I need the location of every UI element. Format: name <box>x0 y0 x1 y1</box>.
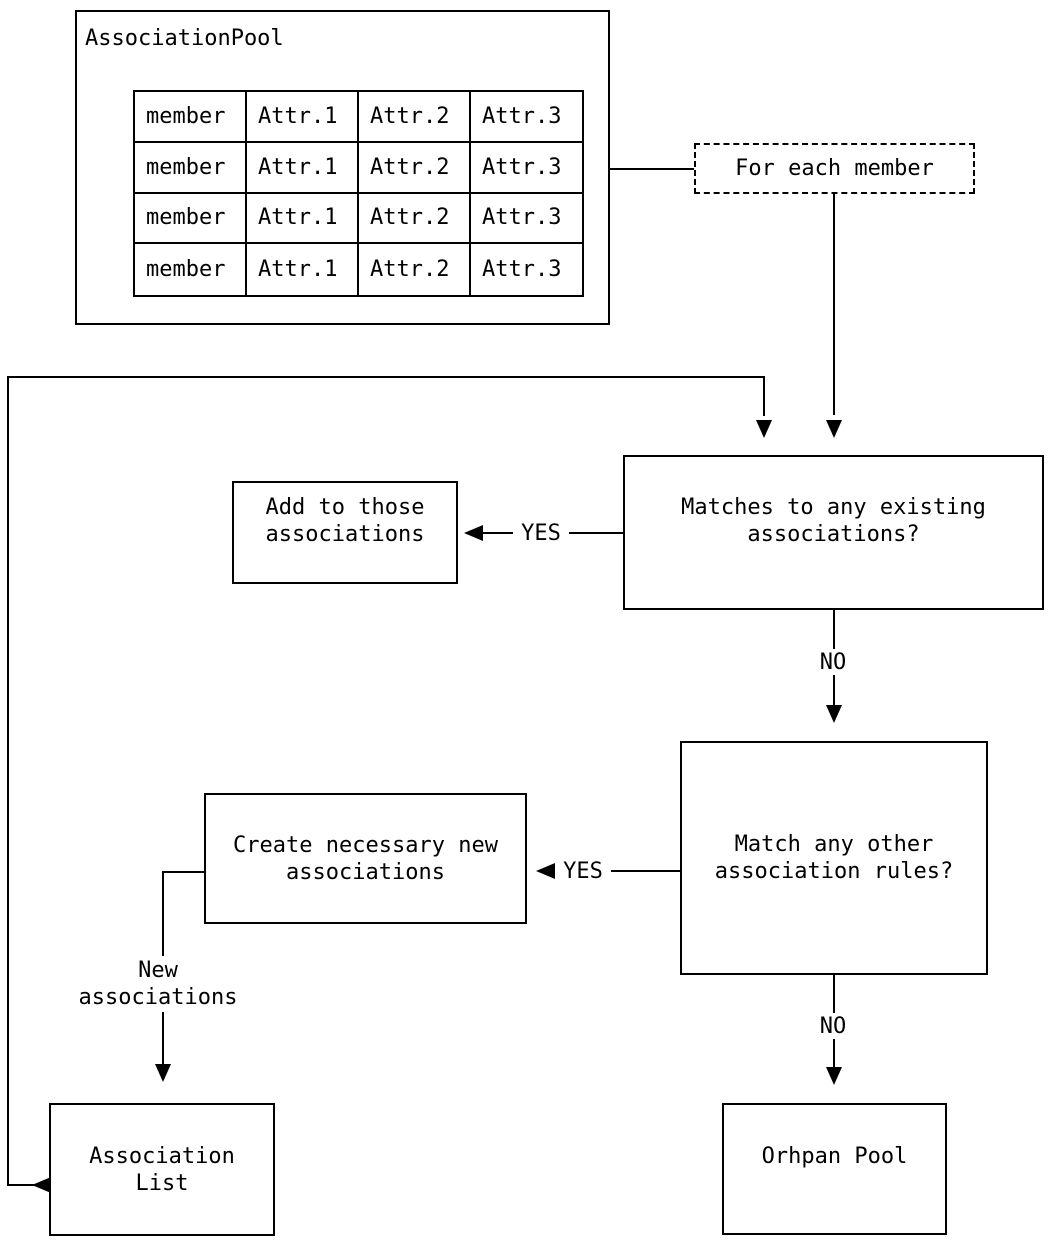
matches-existing-box: Matches to any existing associations? <box>623 455 1044 610</box>
arrowhead-down-icon <box>826 420 842 438</box>
new-associations-line2: associations <box>78 985 238 1010</box>
association-list-box: Association List <box>49 1103 275 1236</box>
add-to-those-box: Add to those associations <box>232 481 458 584</box>
create-new-associations-box: Create necessary new associations <box>204 793 527 924</box>
edge-no-rules-line-a <box>833 975 835 1013</box>
edge-yes-rules-line <box>555 870 680 872</box>
table-cell: Attr.1 <box>247 193 359 245</box>
table-cell: member <box>135 244 247 295</box>
table-cell: Attr.3 <box>471 143 582 194</box>
matches-existing-label-line1: Matches to any existing <box>681 494 986 520</box>
association-pool-title: AssociationPool <box>85 26 284 51</box>
table-cell: Attr.3 <box>471 194 582 245</box>
table-cell: Attr.2 <box>359 142 471 194</box>
edge-label-yes-existing: YES <box>513 520 569 546</box>
arrowhead-down-icon <box>826 1067 842 1085</box>
match-other-rules-box: Match any other association rules? <box>680 741 988 975</box>
edge-no-existing-line-a <box>833 610 835 650</box>
orphan-pool-box: Orhpan Pool <box>722 1103 947 1235</box>
add-to-those-label-line1: Add to those <box>265 494 425 520</box>
table-cell: Attr.2 <box>359 92 471 143</box>
matches-existing-label-line2: associations? <box>747 521 920 547</box>
edge-label-no-existing: NO <box>805 649 861 675</box>
create-new-label-line2: associations <box>286 859 445 885</box>
create-new-label-line1: Create necessary new <box>233 832 498 858</box>
new-associations-line1: New <box>138 958 178 983</box>
table-cell: Attr.2 <box>359 193 471 245</box>
connector-create-down-a <box>162 871 164 958</box>
association-pool-box: AssociationPool <box>75 10 610 325</box>
edge-no-rules-line-b <box>833 1039 835 1067</box>
arrowhead-left-icon <box>32 1177 51 1193</box>
table-cell: Attr.3 <box>482 257 562 283</box>
orphan-pool-label: Orhpan Pool <box>761 1143 908 1169</box>
table-cell: Attr.3 <box>471 92 582 143</box>
loop-right-drop-line <box>763 376 765 416</box>
table-cell: Attr.1 <box>247 244 359 295</box>
for-each-member-box: For each member <box>694 143 975 194</box>
add-to-those-label-line2: associations <box>265 521 425 547</box>
connector-create-left <box>162 871 204 873</box>
connector-create-down-b <box>162 1012 164 1064</box>
table-cell: member <box>135 193 247 245</box>
connector-loop-to-matches <box>833 194 835 415</box>
loop-top-line <box>7 376 765 378</box>
connector-pool-to-loop <box>610 168 694 170</box>
association-list-label-line2: List <box>135 1170 189 1196</box>
table-cell: member <box>135 92 247 143</box>
match-other-rules-label-line2: association rules? <box>714 859 954 884</box>
edge-label-yes-rules: YES <box>555 858 611 884</box>
table-cell: member <box>135 142 247 194</box>
for-each-member-label: For each member <box>735 156 934 181</box>
arrowhead-left-icon <box>464 525 483 541</box>
member-table: member Attr.1 Attr.2 Attr.3 member Attr.… <box>133 90 584 297</box>
arrowhead-left-icon <box>536 863 555 879</box>
loop-bottom-line <box>7 1184 34 1186</box>
edge-no-existing-line-b <box>833 675 835 705</box>
association-list-label-line1: Association <box>89 1143 235 1169</box>
loop-left-line <box>7 376 9 1186</box>
arrowhead-down-icon <box>826 705 842 723</box>
table-cell: Attr.1 <box>247 142 359 194</box>
match-other-rules-label-line1: Match any other <box>734 832 934 857</box>
table-cell: Attr.2 <box>359 244 471 295</box>
arrowhead-down-icon <box>155 1064 171 1082</box>
arrowhead-down-icon <box>756 420 772 438</box>
edge-label-new-associations: New associations <box>75 956 241 1012</box>
table-cell: Attr.1 <box>247 92 359 143</box>
edge-label-no-rules: NO <box>805 1013 861 1039</box>
